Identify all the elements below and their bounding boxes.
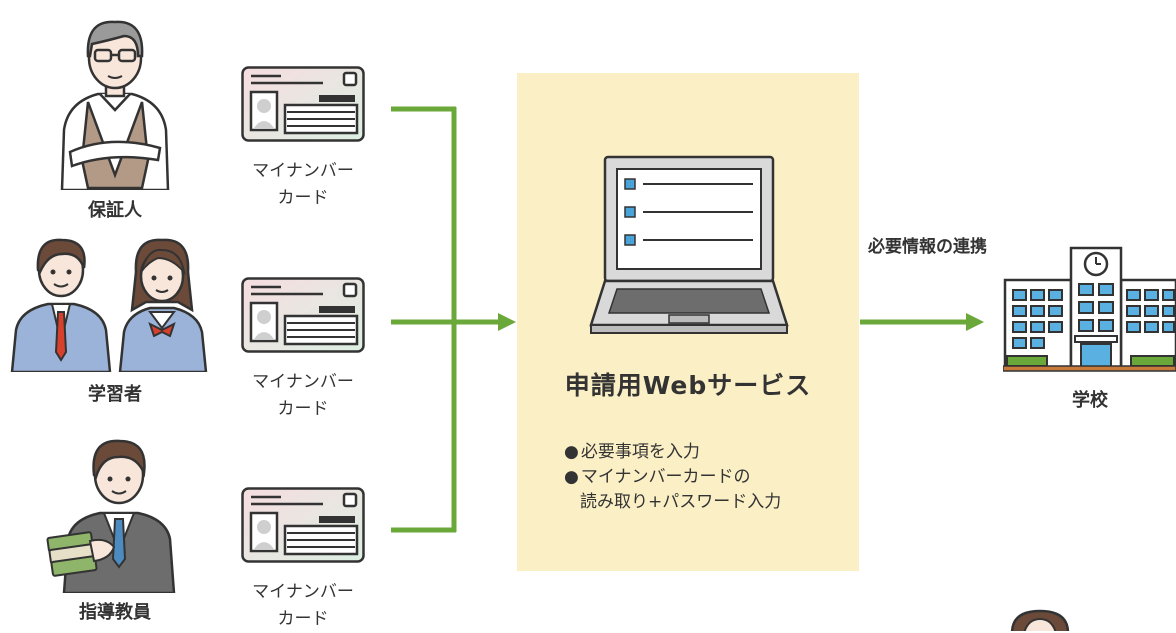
arrow-head-service	[498, 313, 516, 331]
service-title: 申請用Webサービス	[564, 371, 812, 400]
card-label-line2: カード	[277, 609, 329, 629]
guardian-illustration	[60, 20, 170, 190]
service-step: ●マイナンバーカードの	[564, 465, 781, 490]
arrow-head-school	[966, 313, 984, 331]
cropped-person-illustration	[1010, 609, 1070, 631]
laptop-icon	[589, 155, 789, 334]
students-illustration	[10, 238, 208, 372]
card-label-line2: カード	[277, 399, 329, 419]
person-label-student: 学習者	[88, 384, 142, 405]
service-steps-list: ●必要事項を入力 ●マイナンバーカードの 読み取り+パスワード入力	[564, 440, 781, 515]
card-label: マイナンバー カード	[228, 579, 378, 633]
school-building-icon	[1003, 246, 1176, 372]
person-label-teacher: 指導教員	[79, 602, 151, 623]
service-step: ●必要事項を入力	[564, 440, 781, 465]
card-label-line1: マイナンバー	[252, 372, 354, 392]
mynumber-card-icon	[241, 66, 365, 142]
bullet-icon: ●	[564, 442, 579, 462]
card-label-line1: マイナンバー	[252, 582, 354, 602]
teacher-illustration	[46, 439, 176, 593]
web-service-panel: 申請用Webサービス ●必要事項を入力 ●マイナンバーカードの 読み取り+パスワ…	[517, 73, 859, 571]
card-label: マイナンバー カード	[228, 369, 378, 423]
card-label-line1: マイナンバー	[252, 161, 354, 181]
service-step-continuation: 読み取り+パスワード入力	[580, 492, 782, 512]
data-link-label: 必要情報の連携	[868, 237, 987, 257]
person-label-guardian: 保証人	[88, 200, 142, 221]
card-label: マイナンバー カード	[228, 158, 378, 212]
mynumber-card-icon	[241, 277, 365, 353]
bullet-icon: ●	[564, 467, 579, 487]
service-step-text: 必要事項を入力	[580, 442, 700, 462]
card-label-line2: カード	[277, 188, 329, 208]
service-step-text: マイナンバーカードの	[580, 467, 751, 487]
school-label: 学校	[1072, 390, 1108, 411]
mynumber-card-icon	[241, 487, 365, 563]
